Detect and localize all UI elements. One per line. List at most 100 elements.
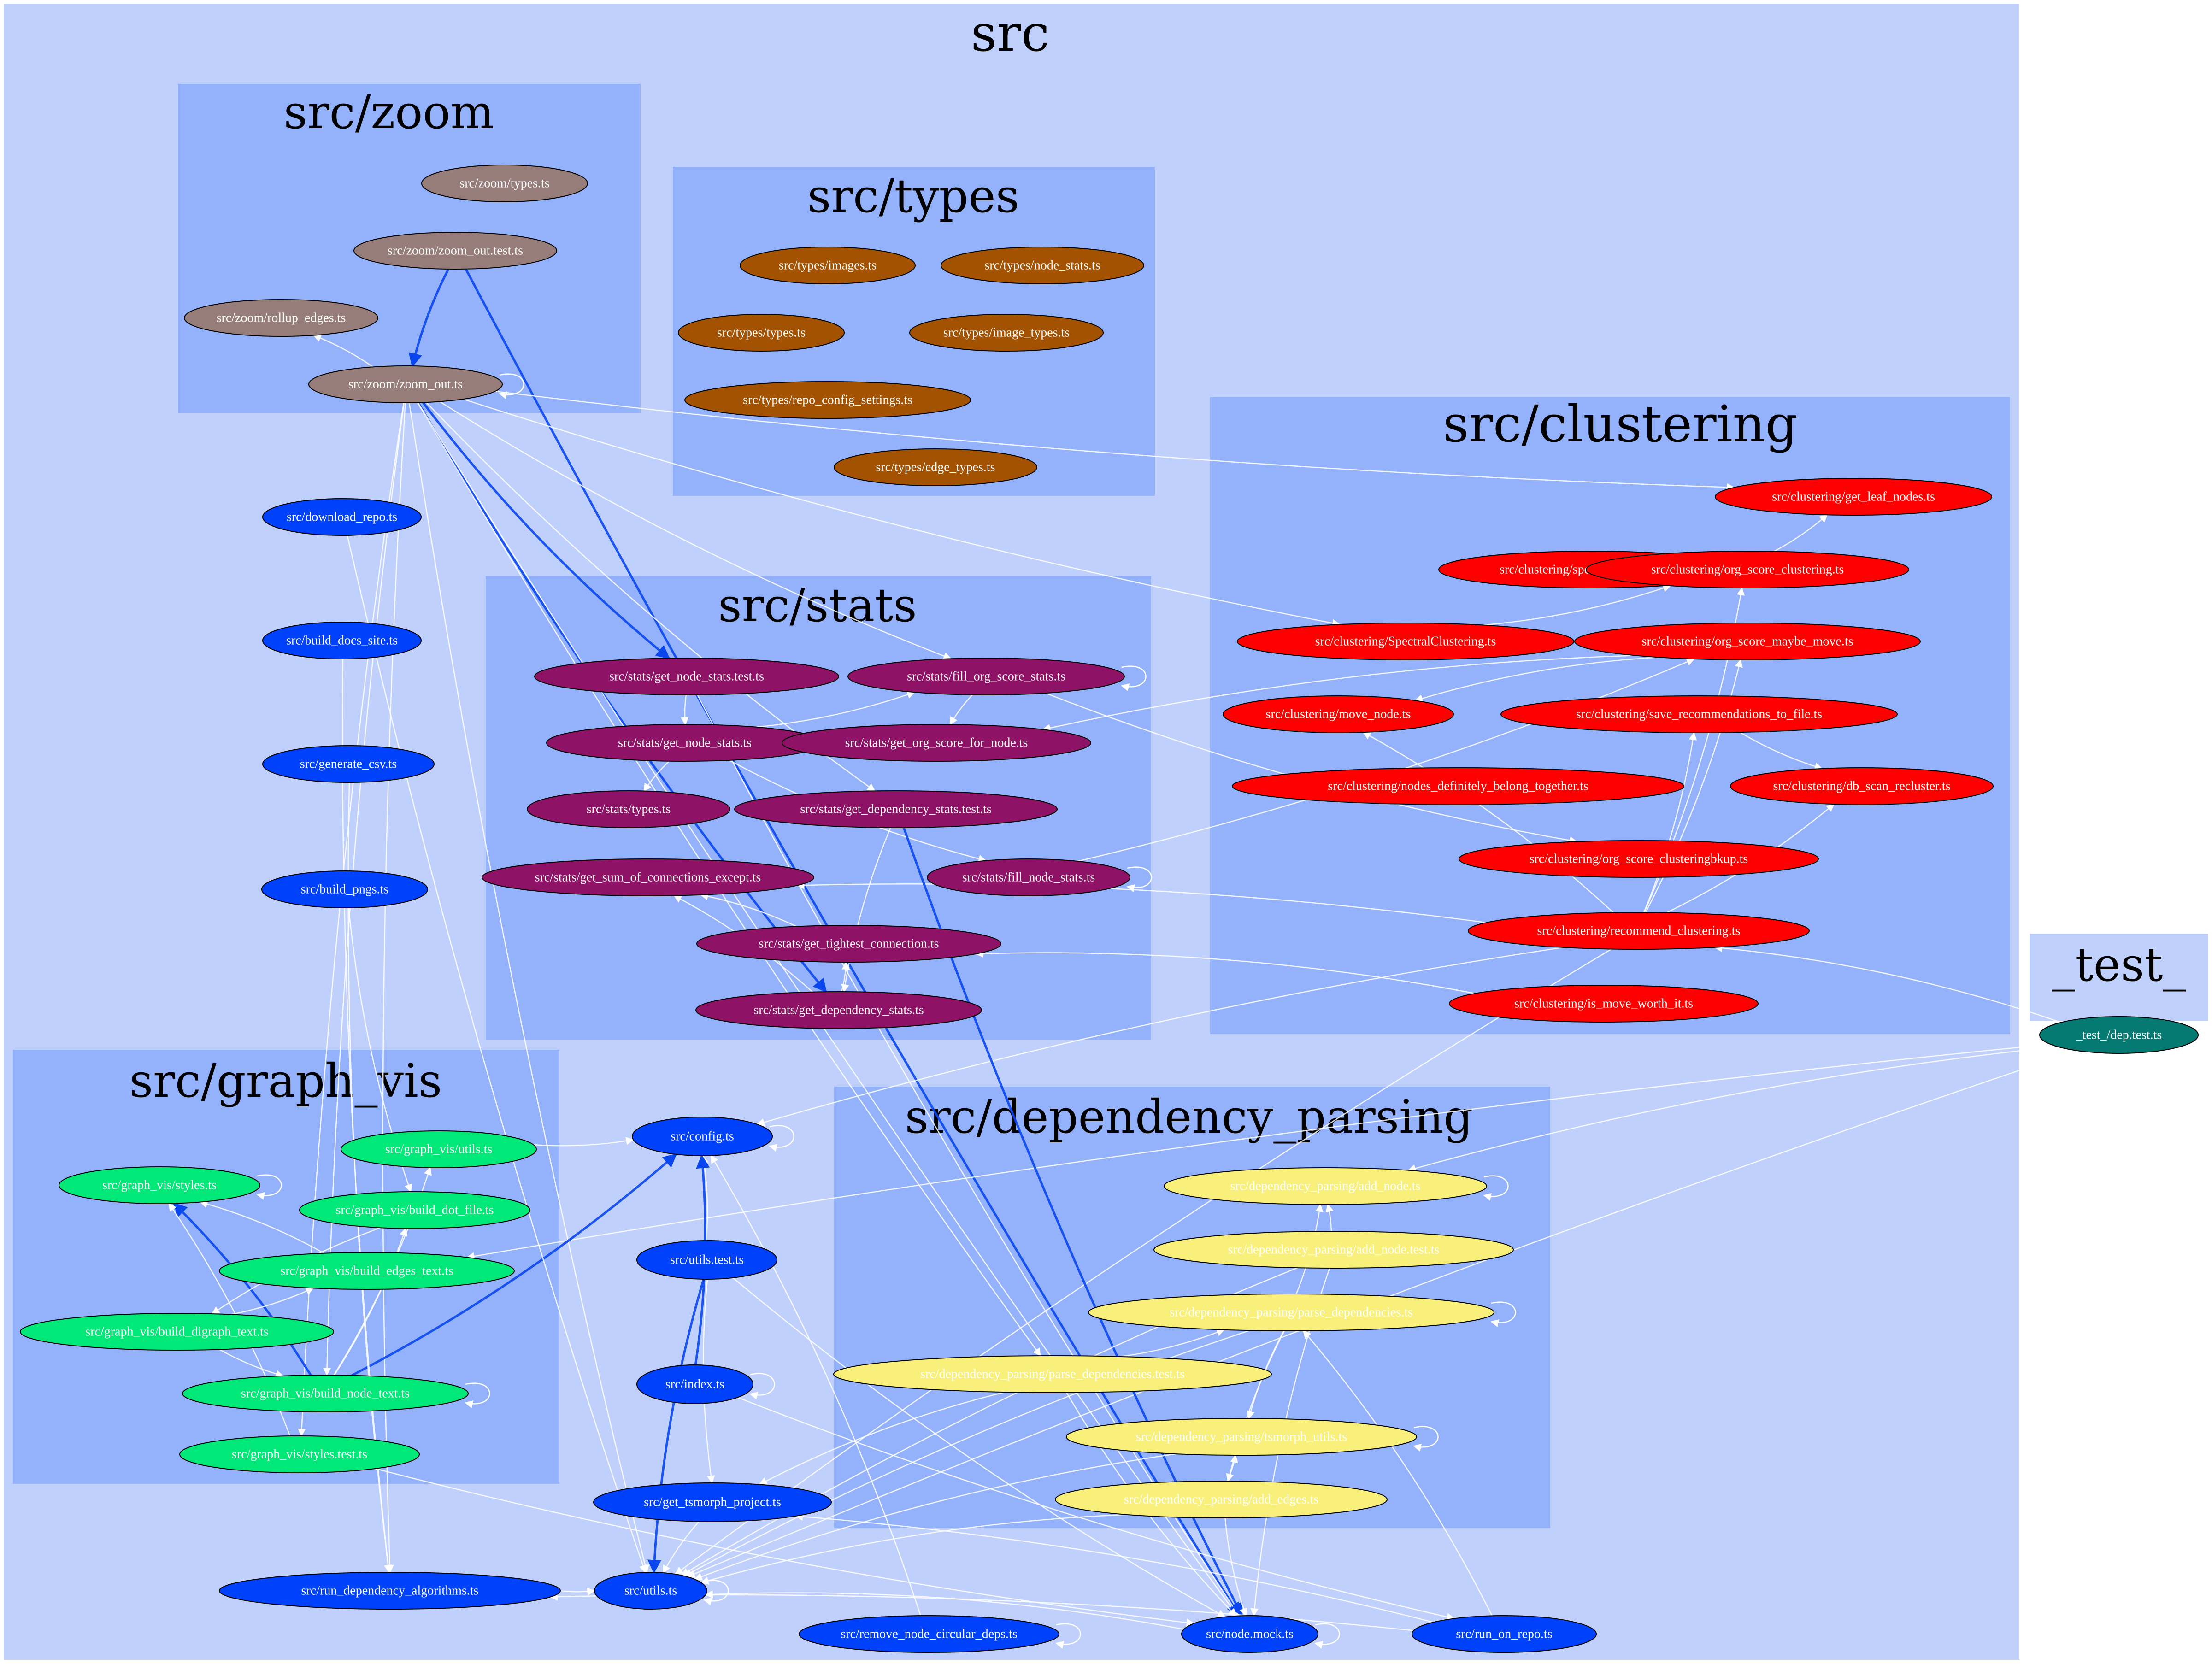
node-shape	[684, 381, 971, 419]
node-recommend-clustering: src/clustering/recommend_clustering.ts	[1468, 912, 1810, 950]
edge	[1224, 1517, 1247, 1617]
node-shape	[1237, 623, 1574, 660]
node-shape	[308, 365, 503, 403]
node-label: src/clustering/save_recommendations_to_f…	[1576, 707, 1822, 722]
node-dp-tsmorph-utils: src/dependency_parsing/tsmorph_utils.ts	[1066, 1418, 1417, 1456]
node-label: src/zoom/zoom_out.test.ts	[388, 244, 523, 258]
edge	[230, 1287, 314, 1315]
node-get-dependency-stats-test: src/stats/get_dependency_stats.test.ts	[734, 790, 1058, 828]
edge	[1120, 1329, 1225, 1358]
node-shape	[941, 247, 1144, 284]
edge	[408, 402, 649, 1573]
node-shape	[1468, 912, 1810, 950]
cluster-title-src: src	[971, 4, 1050, 63]
edge	[1773, 514, 1828, 552]
node-shape	[740, 247, 916, 284]
edge	[1414, 657, 1659, 703]
edge	[1226, 1454, 1238, 1482]
node-label: src/stats/types.ts	[587, 802, 671, 817]
node-download-repo: src/download_repo.ts	[262, 498, 422, 536]
node-get-node-stats: src/stats/get_node_stats.ts	[546, 724, 824, 762]
self-loop-edge	[703, 1580, 729, 1606]
node-dp-parse-dependencies: src/dependency_parsing/parse_dependencie…	[1088, 1294, 1494, 1331]
node-get-org-score-for-node: src/stats/get_org_score_for_node.ts	[782, 724, 1091, 762]
edge	[949, 694, 973, 725]
node-label: src/config.ts	[671, 1129, 734, 1144]
node-nodes-definitely: src/clustering/nodes_definitely_belong_t…	[1232, 767, 1684, 805]
node-shape	[261, 870, 428, 908]
node-gv-styles: src/graph_vis/styles.ts	[59, 1166, 260, 1204]
node-get-leaf-nodes: src/clustering/get_leaf_nodes.ts	[1715, 478, 1992, 516]
node-label: src/stats/get_node_stats.test.ts	[609, 670, 764, 684]
node-gv-build-digraph-text: src/graph_vis/build_digraph_text.ts	[20, 1313, 334, 1351]
edge	[463, 398, 1341, 627]
node-shape	[1412, 1615, 1597, 1653]
edge	[694, 1453, 1176, 1581]
node-label: src/clustering/recommend_clustering.ts	[1537, 924, 1741, 938]
node-label: src/graph_vis/utils.ts	[385, 1142, 493, 1157]
node-shape	[636, 1240, 777, 1280]
edge	[756, 947, 1564, 1126]
edge	[199, 1200, 325, 1254]
node-label: src/types/node_stats.ts	[984, 259, 1100, 273]
node-node-mock: src/node.mock.ts	[1181, 1615, 1318, 1653]
edge	[341, 659, 392, 1573]
node-move-node: src/clustering/move_node.ts	[1223, 695, 1454, 733]
self-loop-edge	[1055, 1623, 1081, 1649]
node-types-node-stats: src/types/node_stats.ts	[941, 247, 1144, 284]
node-shape	[1164, 1167, 1487, 1205]
node-shape	[184, 299, 378, 337]
self-loop-edge	[769, 1125, 794, 1152]
node-label: src/clustering/org_score_maybe_move.ts	[1641, 635, 1853, 649]
edge	[560, 1588, 595, 1596]
node-label: src/types/types.ts	[717, 326, 806, 340]
edge	[173, 1202, 312, 1376]
node-label: src/types/image_types.ts	[943, 326, 1070, 340]
edge	[675, 948, 1612, 1575]
node-label: src/graph_vis/build_edges_text.ts	[280, 1264, 453, 1278]
node-dp-add-node: src/dependency_parsing/add_node.ts	[1164, 1167, 1487, 1205]
edge	[1714, 944, 2061, 1023]
node-types-edge-types: src/types/edge_types.ts	[834, 448, 1037, 486]
node-label: src/graph_vis/build_dot_file.ts	[336, 1203, 494, 1217]
node-label: src/zoom/types.ts	[459, 176, 549, 191]
node-label: src/zoom/zoom_out.ts	[348, 377, 463, 392]
node-shape	[219, 1252, 515, 1290]
edge	[1042, 655, 1635, 732]
node-shape	[1459, 840, 1819, 878]
node-shape	[847, 658, 1125, 695]
node-shape	[833, 1355, 1272, 1393]
node-label: src/node.mock.ts	[1206, 1627, 1294, 1641]
node-label: src/index.ts	[665, 1377, 724, 1392]
edge	[422, 401, 671, 659]
node-SpectralClustering: src/clustering/SpectralClustering.ts	[1237, 623, 1574, 660]
node-label: src/clustering/is_move_worth_it.ts	[1514, 997, 1693, 1011]
node-db-scan-recluster: src/clustering/db_scan_recluster.ts	[1730, 767, 1994, 805]
node-label: src/run_on_repo.ts	[1456, 1627, 1552, 1641]
edge	[700, 892, 797, 927]
node-label: src/stats/get_sum_of_connections_except.…	[535, 870, 761, 885]
node-shape	[262, 498, 422, 536]
cluster-titles: src _test_ src/zoom src/types src/cluste…	[129, 4, 2186, 1144]
self-loop-edge	[1314, 1623, 1340, 1649]
edge	[697, 694, 1240, 1617]
edge	[533, 1137, 635, 1147]
node-org-score-clustering: src/clustering/org_score_clustering.ts	[1586, 551, 1909, 588]
node-shape	[1715, 478, 1992, 516]
edge	[1739, 732, 1823, 770]
edge	[975, 949, 1476, 994]
node-label: src/clustering/org_score_clustering.ts	[1651, 563, 1844, 577]
node-shape	[1223, 695, 1454, 733]
edge	[796, 881, 1487, 923]
edge	[334, 1228, 407, 1376]
node-gv-styles-test: src/graph_vis/styles.test.ts	[179, 1435, 420, 1473]
node-label: src/stats/fill_org_score_stats.ts	[907, 670, 1065, 684]
node-label: src/stats/fill_node_stats.ts	[962, 870, 1095, 885]
node-label: src/clustering/nodes_definitely_belong_t…	[1328, 779, 1588, 794]
node-shape	[594, 1572, 707, 1610]
node-label: src/clustering/move_node.ts	[1266, 707, 1411, 722]
edge	[710, 1155, 921, 1616]
node-shape	[534, 658, 839, 695]
self-loop-edge	[1483, 1175, 1509, 1201]
node-shape	[1574, 623, 1921, 660]
